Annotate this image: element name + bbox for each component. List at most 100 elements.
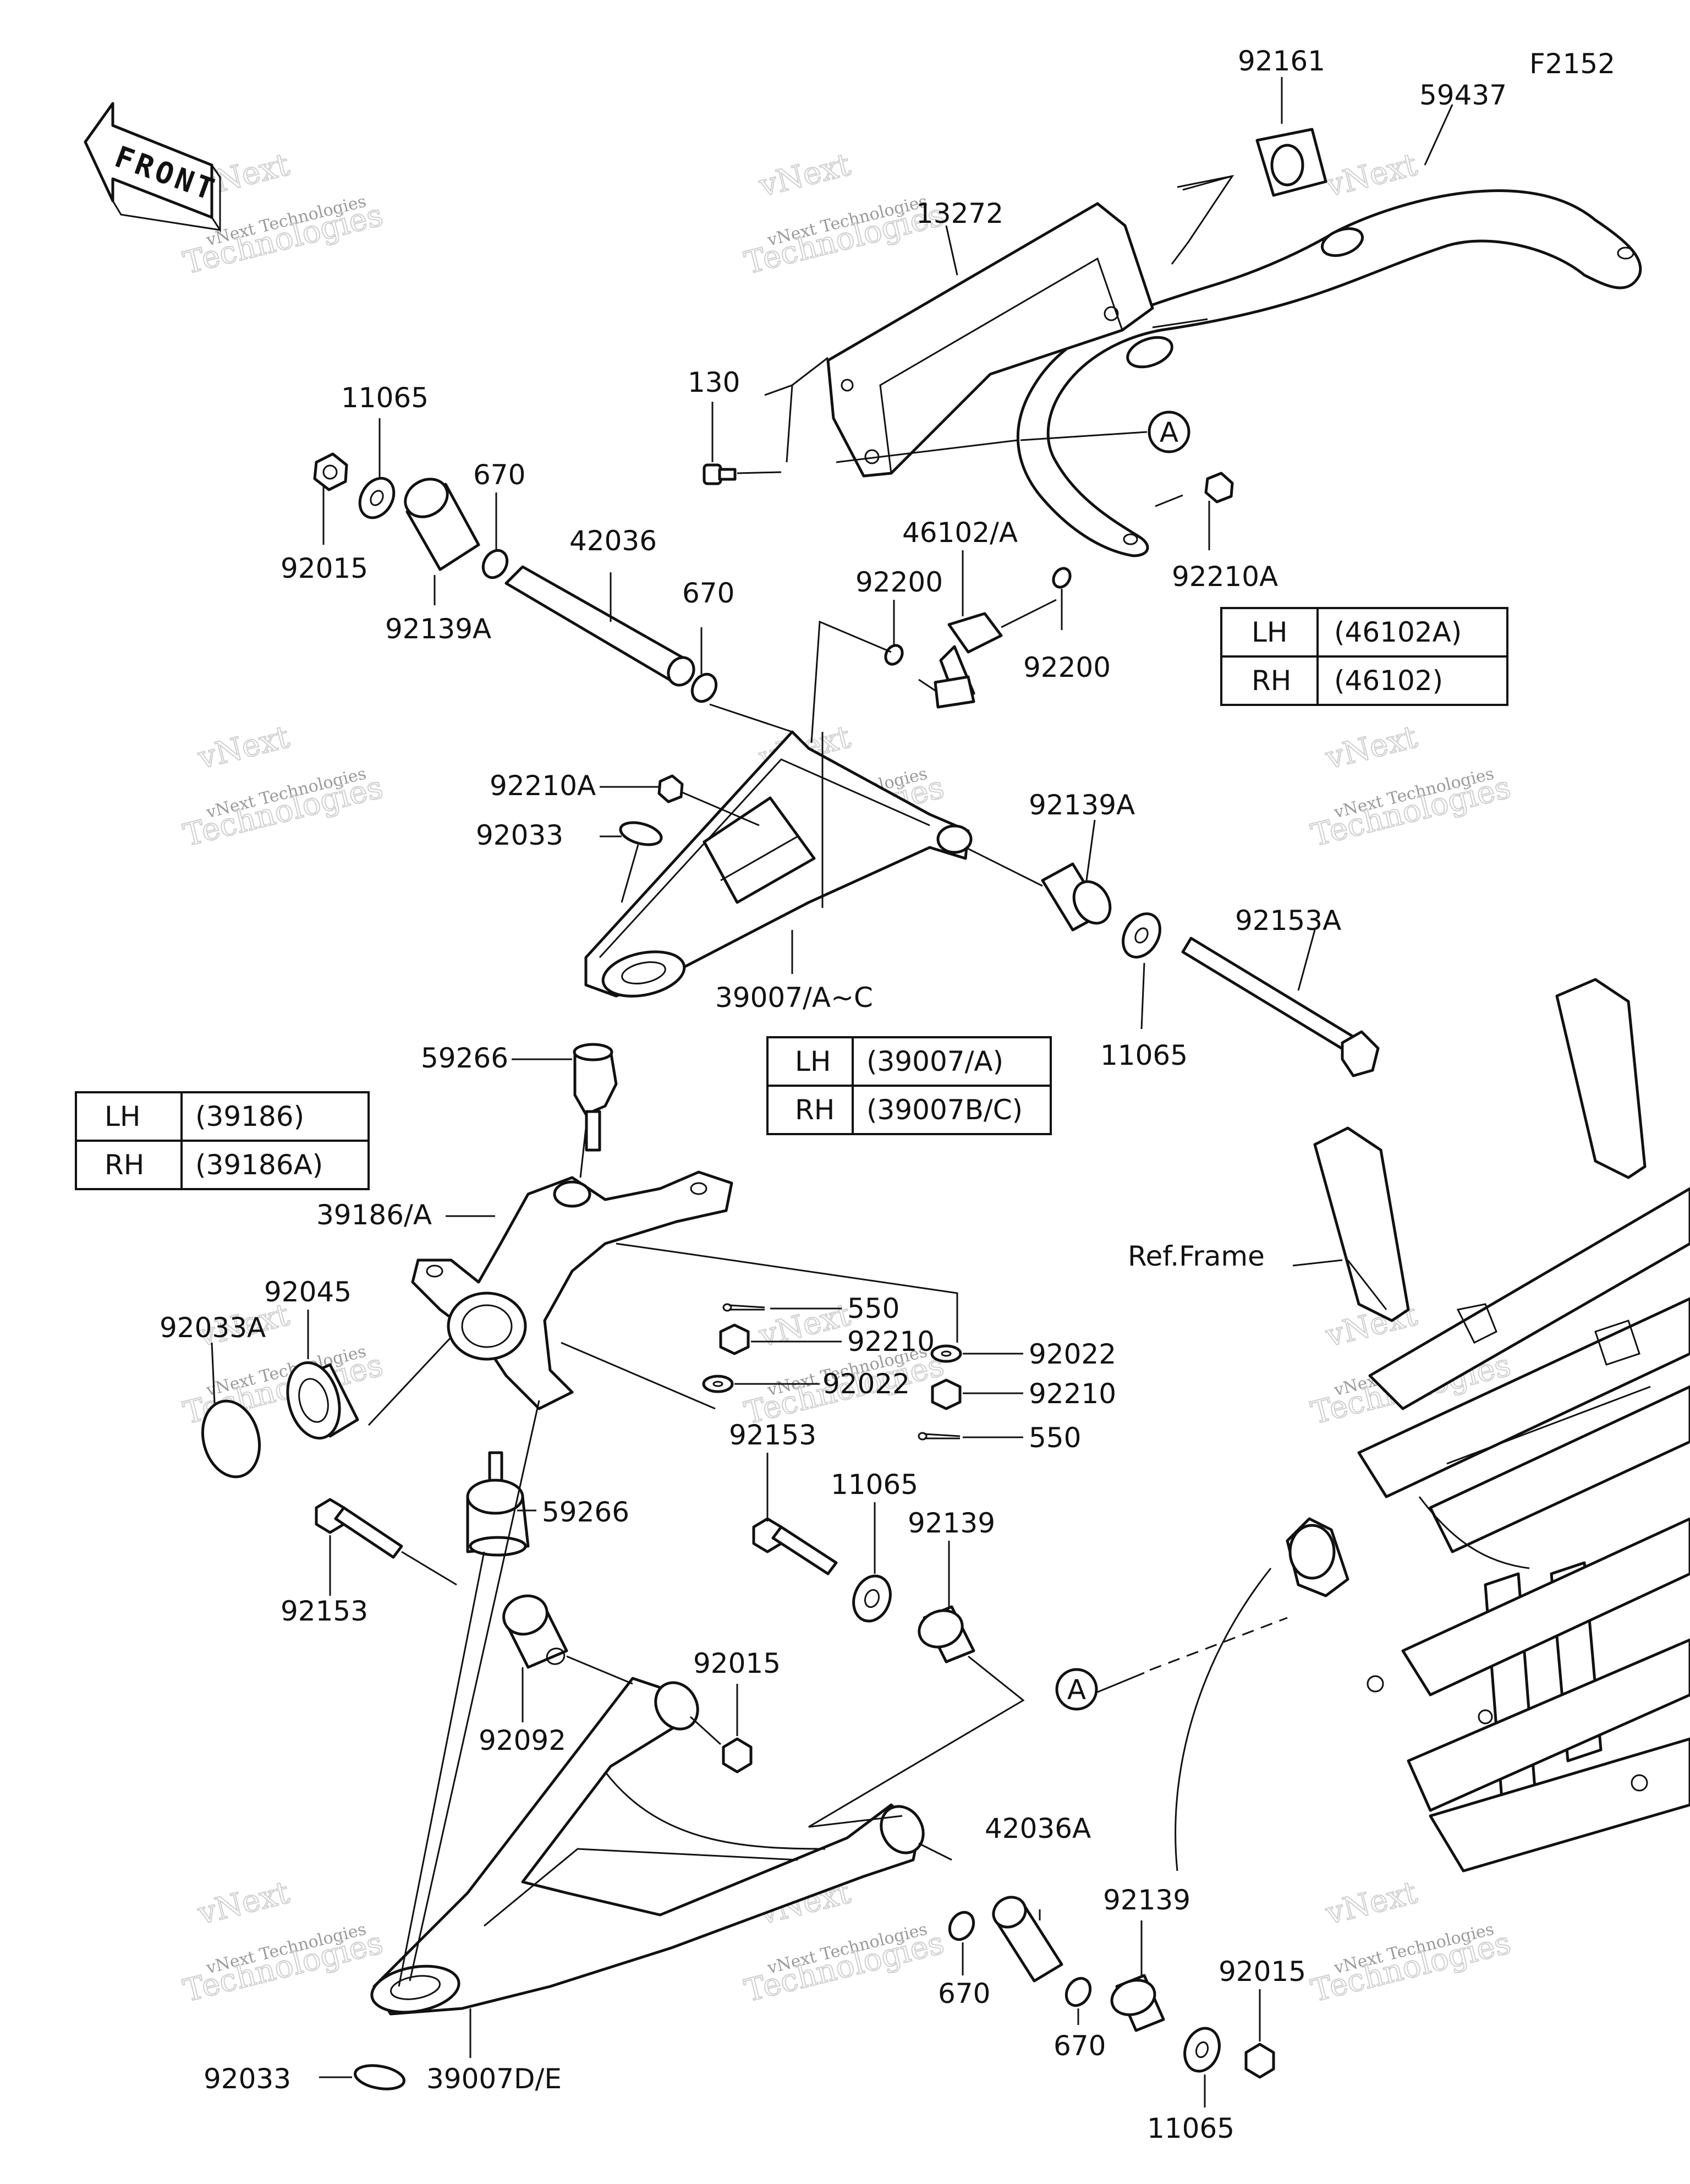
bolt-92153-left: [315, 1498, 403, 1559]
washer-92200-b: [1052, 567, 1072, 589]
table-46102-rh-side: RH: [1252, 665, 1291, 697]
callout-550-b: 550: [1029, 1422, 1081, 1454]
washer-11065-low: [1183, 2027, 1221, 2073]
callout-11065-low-mid: 11065: [831, 1469, 918, 1501]
link-46102: [918, 599, 1057, 709]
callout-670-c: 670: [938, 1978, 990, 2010]
watermark-line3: vNext: [194, 1875, 293, 1932]
nut-92210A-mid: [657, 774, 684, 803]
ref-marker-a-bottom: A: [1055, 1668, 1098, 1711]
callout-92153-mid: 92153: [729, 1419, 816, 1451]
callout-59437: 59437: [1419, 79, 1507, 111]
callout-92022-b: 92022: [822, 1368, 910, 1400]
table-39007-rh-side: RH: [795, 1094, 835, 1126]
bushing-92161: [1255, 128, 1327, 197]
washer-92022-b: [702, 1375, 734, 1393]
callout-92015-low: 92015: [693, 1647, 781, 1679]
watermark-line2: Technologies: [1308, 1925, 1514, 2009]
callout-92033-lower: 92033: [204, 2063, 291, 2095]
upper-arm-39007: [584, 730, 973, 998]
callout-92210A-top: 92210A: [1172, 561, 1278, 593]
collar-92139A-mid: [1041, 862, 1112, 932]
table-39007-rh-part: (39007B/C): [866, 1094, 1023, 1126]
watermark-line2: Technologies: [1308, 769, 1514, 853]
table-39007: LH (39007/A) RH (39007B/C): [766, 1036, 1052, 1135]
watermark-line3: vNext: [194, 719, 293, 776]
table-39186-rh-side: RH: [105, 1149, 144, 1181]
watermark-top-mid: vNext vNext Technologies Technologies: [740, 146, 948, 282]
reference-frame: [1175, 978, 1690, 1873]
watermark-bottom-right: vNext vNext Technologies Technologies: [1307, 1874, 1515, 2010]
callout-42036: 42036: [569, 525, 657, 557]
nut-92015-bottom: [1244, 2043, 1275, 2079]
table-39007-lh-part: (39007/A): [866, 1046, 1003, 1077]
lower-arm-39007DE: [370, 1677, 925, 2016]
cotter-pin-550-b: [918, 1432, 961, 1441]
oring-670-d: [1065, 1977, 1092, 2007]
callout-13272: 13272: [916, 198, 1003, 229]
callout-92139-mid: 92139: [908, 1507, 995, 1539]
leader-lines: [211, 77, 1453, 2108]
washer-11065-mid: [1122, 912, 1161, 959]
bolt-92153-mid: [752, 1517, 838, 1575]
ref-marker-a-top: A: [1148, 410, 1190, 453]
ball-joint-59266-upper: [573, 1043, 618, 1152]
callout-92161: 92161: [1238, 45, 1325, 77]
callout-92139A-upper: 92139A: [385, 613, 491, 645]
watermark-line3: vNext: [755, 147, 854, 204]
callout-11065-mid: 11065: [1100, 1039, 1188, 1071]
bracket-13272: [826, 202, 1154, 478]
callout-92210-a: 92210: [847, 1326, 935, 1358]
table-39186-lh-side: LH: [105, 1101, 140, 1132]
nut-92015-low: [722, 1737, 753, 1774]
nut-92015-upper: [313, 452, 348, 491]
watermark-bottom-left: vNext vNext Technologies Technologies: [179, 1874, 387, 2010]
clip-92033-upper: [619, 821, 663, 846]
callout-39007: 39007/A~C: [715, 982, 873, 1014]
washer-11065-low-mid: [852, 1574, 892, 1623]
table-39007-lh-side: LH: [795, 1046, 831, 1077]
castle-nut-92210-a: [719, 1323, 750, 1355]
watermark-line2: Technologies: [180, 769, 386, 853]
callout-92022-a: 92022: [1029, 1338, 1116, 1370]
table-46102: LH (46102A) RH (46102): [1220, 607, 1508, 706]
table-46102-lh-side: LH: [1252, 616, 1287, 648]
oring-670-a: [481, 549, 509, 579]
table-46102-rh-part: (46102): [1334, 665, 1443, 697]
ball-joint-59266-lower: [466, 1451, 530, 1557]
bearing-92045: [286, 1361, 359, 1440]
watermark-mid-left: vNext vNext Technologies Technologies: [179, 719, 387, 854]
oring-670-b: [690, 672, 718, 703]
ref-frame-label: Ref.Frame: [1128, 1240, 1265, 1272]
callout-92015-bottom: 92015: [1219, 1956, 1306, 1988]
callout-670-a: 670: [473, 459, 525, 491]
callout-92200-a: 92200: [855, 566, 943, 598]
pipe-42036A: [992, 1896, 1063, 1983]
castle-nut-92210-b: [931, 1378, 962, 1410]
collar-92139-low: [1110, 1974, 1165, 2032]
table-39186-rh-part: (39186A): [195, 1149, 323, 1181]
table-46102-lh-part: (46102A): [1334, 616, 1462, 648]
watermark-line2: Technologies: [180, 1925, 386, 2009]
callout-92033-upper: 92033: [476, 819, 563, 851]
callout-39007DE: 39007D/E: [426, 2063, 562, 2095]
callout-59266-lower: 59266: [542, 1496, 629, 1528]
washer-11065-upper: [358, 477, 396, 519]
callout-46102: 46102/A: [902, 517, 1018, 549]
callout-92139-low: 92139: [1103, 1884, 1190, 1916]
collar-92139A-upper: [404, 478, 480, 571]
callout-92153-left: 92153: [281, 1595, 368, 1627]
nut-92210A-top: [1204, 472, 1234, 503]
callout-11065-upper: 11065: [341, 382, 429, 414]
callout-92045: 92045: [264, 1276, 352, 1308]
table-39186-lh-part: (39186): [195, 1101, 304, 1132]
circlip-92033A: [201, 1399, 261, 1479]
callout-92210A-mid: 92210A: [490, 770, 596, 802]
callout-670-d: 670: [1053, 2030, 1106, 2062]
callout-59266-upper: 59266: [421, 1042, 508, 1074]
callout-39186: 39186/A: [316, 1199, 432, 1231]
callout-92210-b: 92210: [1029, 1378, 1116, 1410]
table-39186: LH (39186) RH (39186A): [75, 1091, 370, 1190]
stabilizer-bar-59437: [1016, 189, 1642, 557]
